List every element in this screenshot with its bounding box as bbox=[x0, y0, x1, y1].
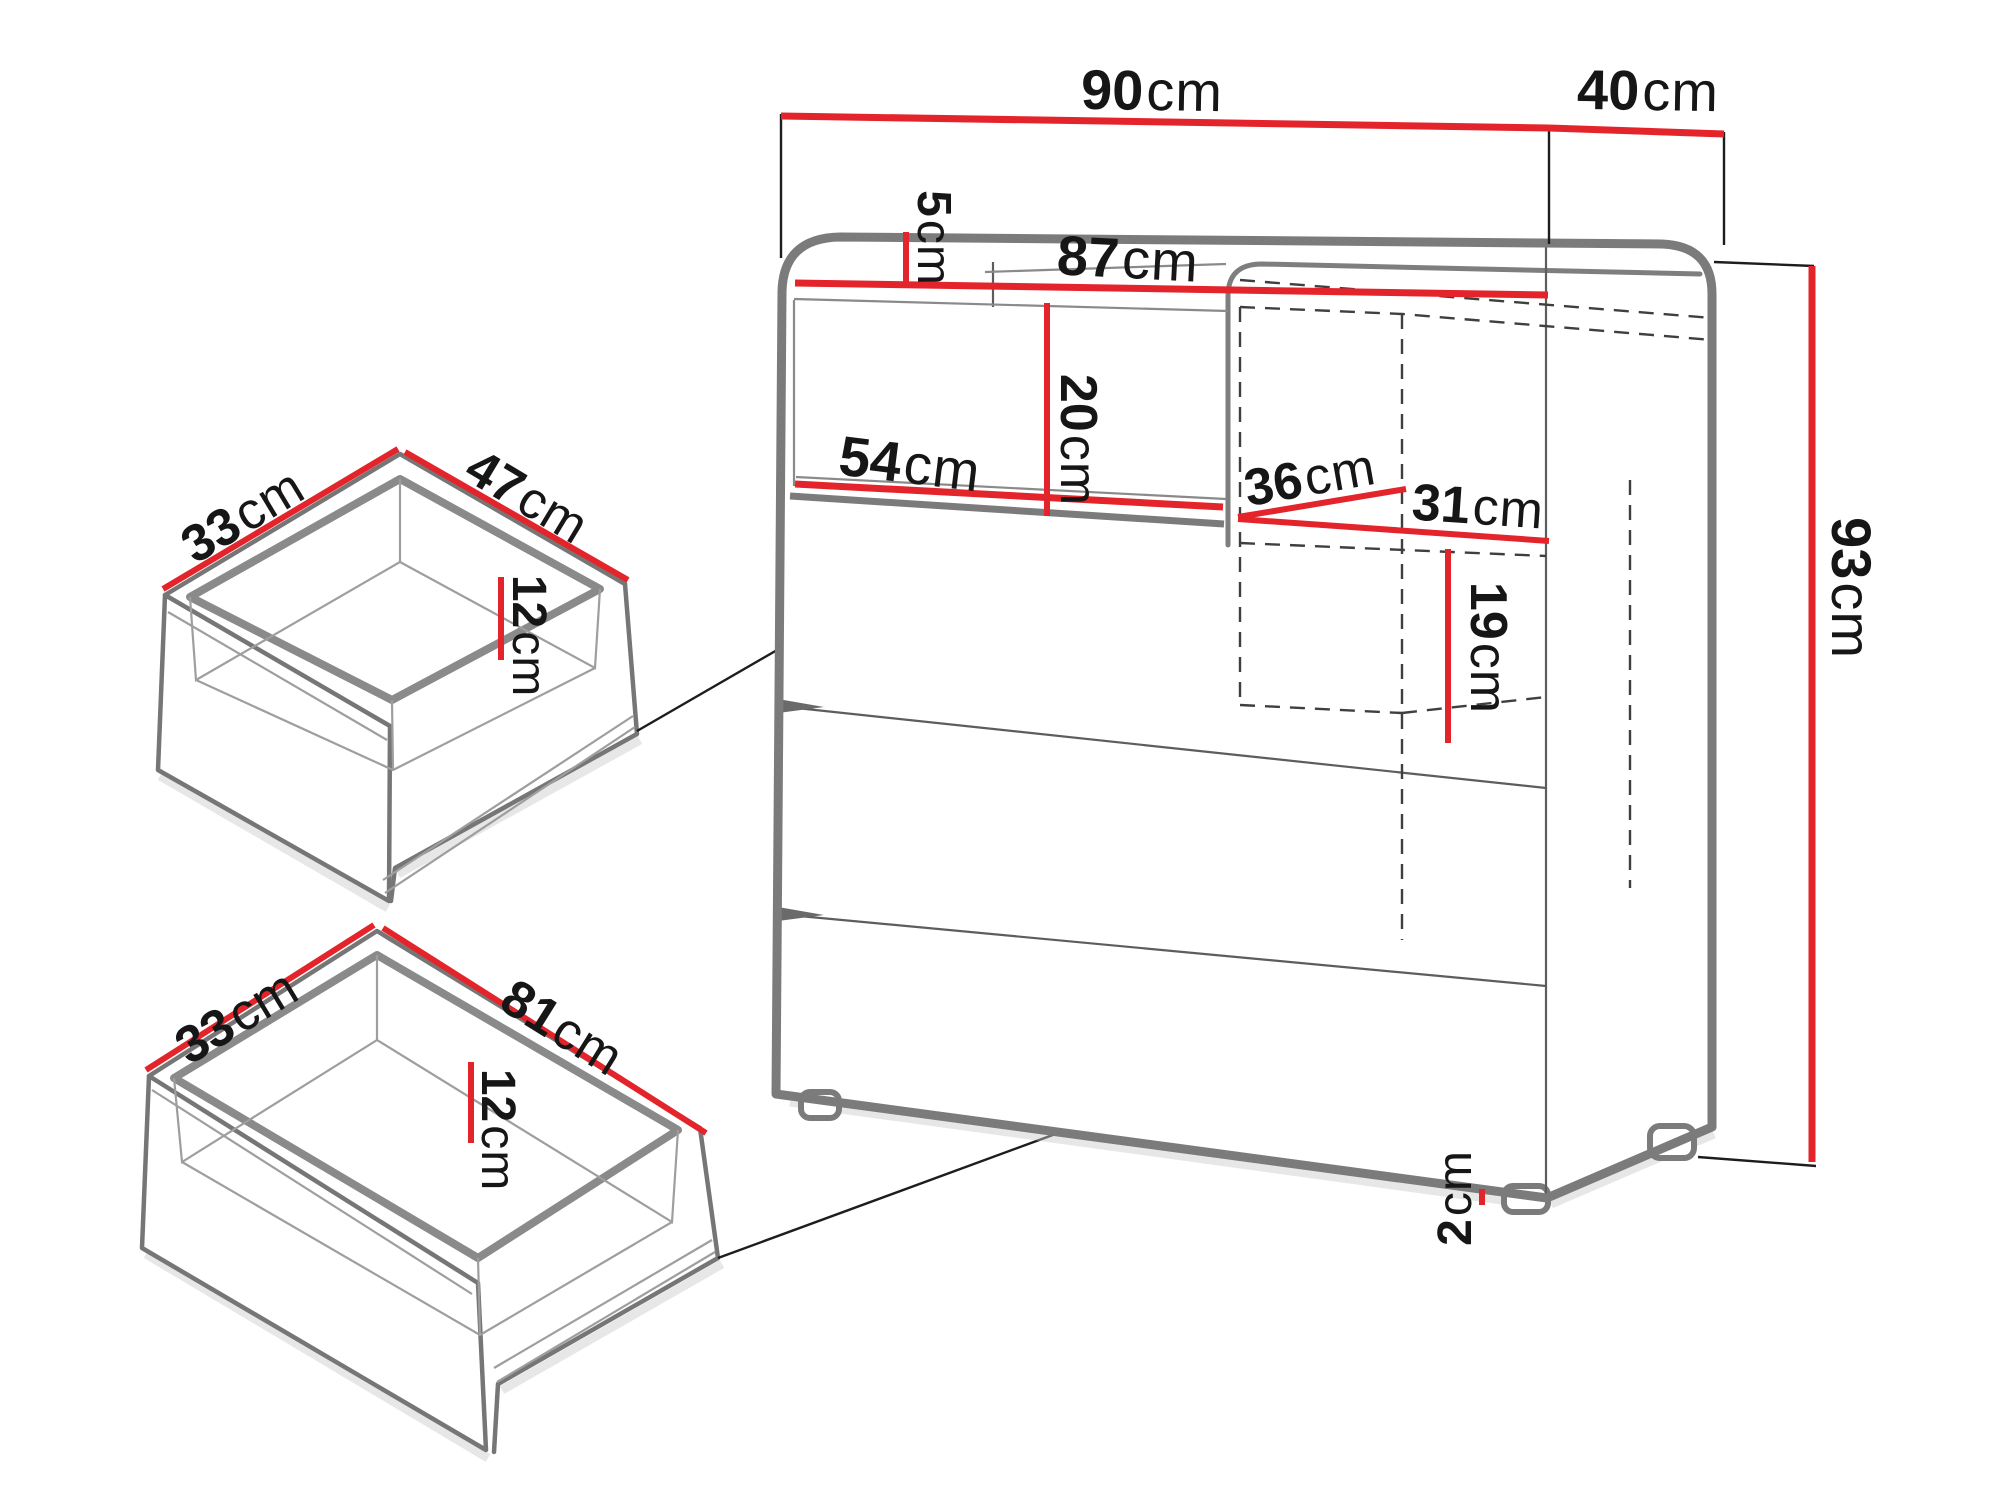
dim-side-niche-width-label: 31cm bbox=[1410, 473, 1546, 540]
side-niche-unit-edge bbox=[1225, 261, 1703, 548]
dim-width-line bbox=[780, 112, 1550, 132]
dim-interior-width-label: 87cm bbox=[1055, 223, 1200, 293]
dim-side-niche-depth-label: 36cm bbox=[1240, 438, 1380, 518]
dim-top-niche-height-label: 20cm bbox=[1049, 374, 1107, 506]
dim-small-drawer-width-line bbox=[403, 449, 630, 583]
small-drawer-body bbox=[158, 454, 637, 901]
dimension-lines bbox=[144, 112, 1816, 1205]
dim-large-drawer-height-label: 12cm bbox=[472, 1069, 525, 1191]
dim-large-drawer-width-line bbox=[381, 925, 708, 1136]
extension-lines bbox=[779, 114, 1817, 1168]
dim-depth-label: 40cm bbox=[1576, 57, 1719, 122]
dim-foot-height-label: 2cm bbox=[1429, 1150, 1482, 1246]
dim-interior-width-line bbox=[794, 279, 1549, 299]
shelf-front-edge bbox=[789, 492, 1225, 528]
dim-large-drawer-depth-line bbox=[144, 922, 376, 1073]
drawer-division-2 bbox=[777, 912, 1547, 988]
cabinet-body bbox=[776, 237, 1712, 1198]
dim-top-thickness-label: 5cm bbox=[908, 190, 961, 286]
dim-width-label: 90cm bbox=[1080, 57, 1223, 122]
dim-side-niche-width-line bbox=[1237, 516, 1550, 544]
hidden-edges-dashed bbox=[1238, 278, 1713, 940]
large-drawer-drawing bbox=[139, 928, 725, 1462]
dim-left-niche-width-line bbox=[794, 480, 1224, 511]
dim-depth-line bbox=[1548, 124, 1725, 138]
dim-left-niche-width-label: 54cm bbox=[836, 423, 985, 503]
dim-side-niche-depth-line bbox=[1237, 486, 1407, 520]
dim-height-label: 93cm bbox=[1821, 517, 1884, 659]
main-cabinet-drawing bbox=[771, 232, 1717, 1215]
dim-side-niche-height-label: 19cm bbox=[1459, 582, 1517, 714]
dim-small-drawer-depth-line bbox=[161, 446, 400, 592]
dim-small-drawer-height-label: 12cm bbox=[503, 575, 556, 697]
cabinet-outline bbox=[771, 232, 1717, 1203]
small-drawer-drawing bbox=[155, 451, 643, 912]
drawer-division-1 bbox=[777, 704, 1547, 790]
